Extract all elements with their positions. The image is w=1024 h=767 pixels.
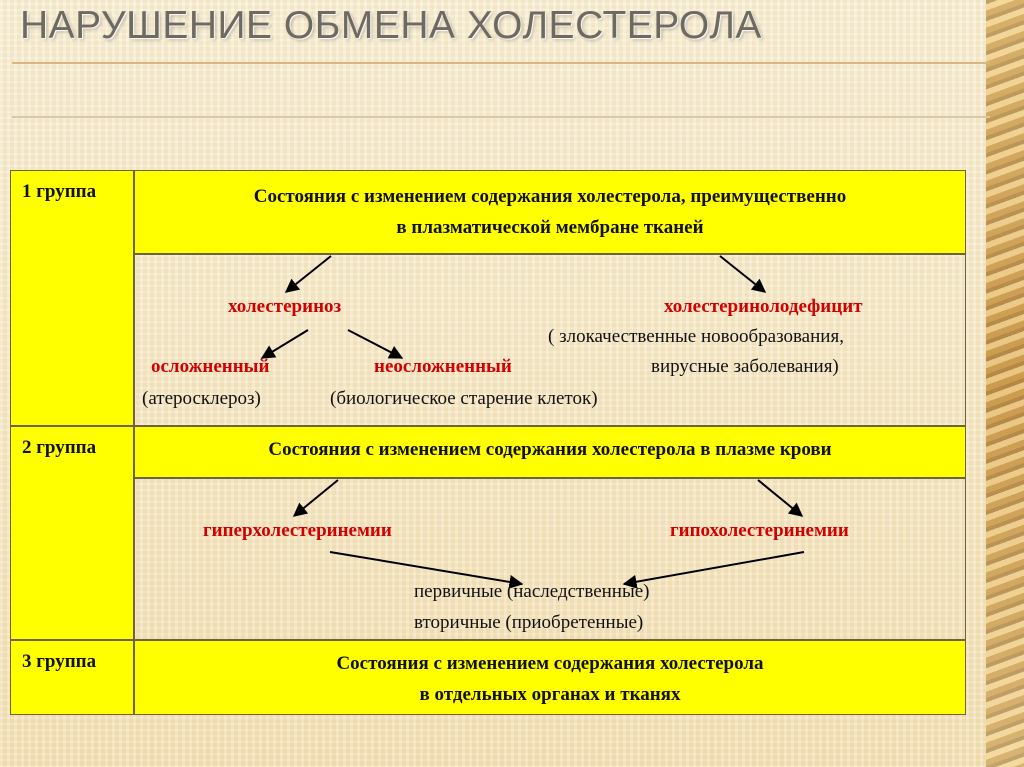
title-divider-bottom (12, 116, 990, 118)
cell-aging-note: (биологическое старение клеток) (330, 388, 598, 410)
hypocholesterolemia-label: гипохолестеринемии (670, 520, 849, 542)
decorative-side-image (986, 0, 1024, 767)
group-2-header: Состояния с изменением содержания холест… (134, 426, 966, 478)
cholesterinosis-label: холестериноз (228, 296, 341, 318)
atherosclerosis-note: (атеросклероз) (142, 388, 261, 410)
group-3-label: 3 группа (10, 640, 134, 715)
primary-hereditary-label: первичные (наследственные) (414, 581, 650, 603)
group-1-header-line-2: в плазматической мембране тканей (135, 212, 965, 243)
group-1-header-line-1: Состояния с изменением содержания холест… (135, 181, 965, 212)
cholesterol-deficiency-label: холестеринолодефицит (664, 296, 862, 318)
group-3-header-line-1: Состояния с изменением содержания холест… (135, 648, 965, 679)
group-2-label: 2 группа (10, 426, 134, 640)
page-title: НАРУШЕНИЕ ОБМЕНА ХОЛЕСТЕРОЛА (20, 4, 762, 48)
deficiency-note-line-1: ( злокачественные новообразования, (548, 326, 844, 348)
hypercholesterolemia-label: гиперхолестеринемии (203, 520, 392, 542)
uncomplicated-label: неосложненный (374, 356, 512, 378)
deficiency-note-line-2: вирусные заболевания) (651, 356, 839, 378)
title-divider-top (12, 62, 990, 64)
group-3-header-line-2: в отдельных органах и тканях (135, 679, 965, 710)
complicated-label: осложненный (151, 356, 269, 378)
secondary-acquired-label: вторичные (приобретенные) (414, 612, 643, 634)
group-1-header: Состояния с изменением содержания холест… (134, 170, 966, 254)
group-3-header: Состояния с изменением содержания холест… (134, 640, 966, 715)
group-1-label: 1 группа (10, 170, 134, 426)
group-2-header-line-1: Состояния с изменением содержания холест… (135, 434, 965, 465)
